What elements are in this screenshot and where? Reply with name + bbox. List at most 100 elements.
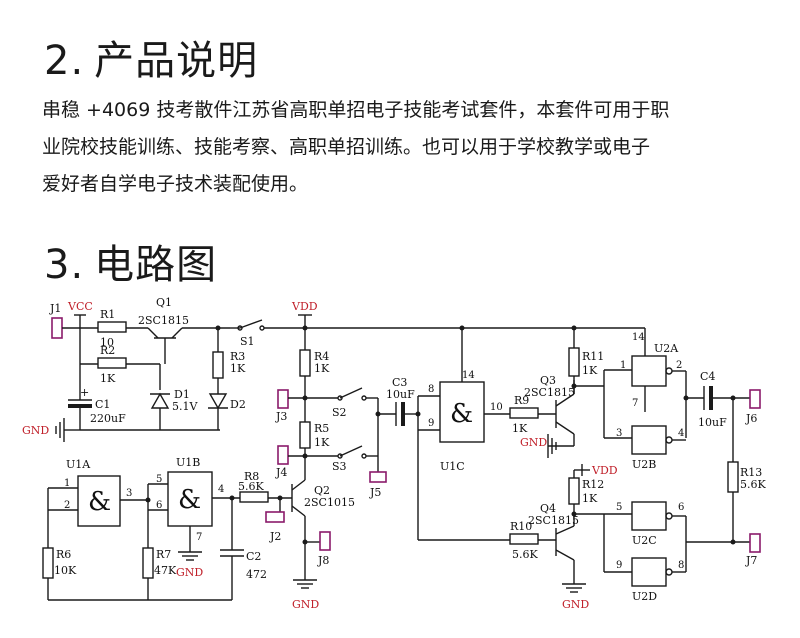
resistor-r5 — [299, 421, 311, 449]
pin: 5 — [616, 502, 622, 513]
section-number: 3. — [44, 242, 85, 288]
value-r12: 1K — [582, 492, 598, 505]
gnd-label-q2: GND — [292, 598, 319, 611]
gate-label-u1a: U1A — [66, 458, 91, 471]
ref-c4: C4 — [700, 370, 715, 383]
part-q3: 2SC1815 — [524, 386, 575, 399]
ref-r8: R8 — [244, 470, 259, 483]
gate-label-u2b: U2B — [632, 458, 656, 471]
description-line: 爱好者自学电子技术装配使用。 — [42, 173, 309, 195]
section-title: 产品说明 — [94, 38, 259, 84]
value-c4: 10uF — [698, 416, 727, 429]
pin: 2 — [64, 500, 70, 511]
part-q2: 2SC1015 — [304, 496, 355, 509]
resistor-r12 — [568, 477, 580, 505]
value-r5: 1K — [314, 436, 330, 449]
description-line: 串稳 +4069 技考散件江苏省高职单招电子技能考试套件，本套件可用于职 — [42, 99, 670, 121]
pin: 6 — [678, 502, 684, 513]
pin: 14 — [632, 332, 645, 343]
ref-r5: R5 — [314, 422, 329, 435]
label-j1: J1 — [49, 302, 61, 315]
value-r1: 10 — [100, 336, 114, 349]
resistor-r11 — [568, 347, 580, 377]
ref-r7: R7 — [156, 548, 171, 561]
section-heading-circuit-diagram: 3.电路图 — [44, 232, 217, 290]
gnd-label-q4: GND — [562, 598, 589, 611]
gate-u2d — [631, 557, 667, 587]
pin: 8 — [428, 384, 434, 395]
gate-symbol: & — [88, 487, 111, 517]
ref-r12: R12 — [582, 478, 604, 491]
value-r6: 10K — [54, 564, 77, 577]
section-title: 电路图 — [94, 242, 218, 288]
gate-u2b — [631, 425, 667, 455]
gate-label-u2d: U2D — [632, 590, 657, 603]
value-c2: 472 — [246, 568, 267, 581]
value-r7: 47K — [154, 564, 177, 577]
value-r11: 1K — [582, 364, 598, 377]
pin: 14 — [462, 370, 475, 381]
value-c1: 220uF — [90, 412, 126, 425]
gate-u1a — [77, 475, 121, 527]
gate-u2c — [631, 501, 667, 531]
pin: 1 — [64, 478, 70, 489]
gate-label-u2c: U2C — [632, 534, 657, 547]
ref-r1: R1 — [100, 308, 115, 321]
gnd-label-u1b: GND — [176, 566, 203, 579]
ref-d1: D1 — [174, 388, 190, 401]
ref-s2: S2 — [332, 406, 347, 419]
value-r13: 5.6K — [740, 478, 766, 491]
value-r9: 1K — [512, 422, 528, 435]
ref-r2: R2 — [100, 344, 115, 357]
gate-symbol: & — [178, 485, 201, 515]
ref-r3: R3 — [230, 350, 245, 363]
pin: 4 — [678, 428, 684, 439]
ref-c2: C2 — [246, 550, 261, 563]
resistor-r6 — [42, 547, 54, 579]
value-r3: 1K — [230, 362, 246, 375]
ref-s3: S3 — [332, 460, 347, 473]
resistor-r1 — [97, 321, 127, 333]
section-number: 2. — [44, 38, 85, 84]
ref-q3: Q3 — [540, 374, 556, 387]
resistor-r8 — [239, 491, 269, 503]
value-r10: 5.6K — [512, 548, 538, 561]
value-d1: 5.1V — [172, 400, 198, 413]
pin: 1 — [620, 360, 626, 371]
connector-j8 — [319, 531, 331, 551]
pin: 10 — [490, 402, 503, 413]
gate-label-u1b: U1B — [176, 456, 200, 469]
gate-u1c — [439, 381, 485, 443]
label-j8: J8 — [317, 554, 329, 567]
connector-j7 — [749, 533, 761, 553]
description-line: 业院校技能训练、技能考察、高职单招训练。也可以用于学校教学或电子 — [42, 136, 651, 158]
value-r8: 5.6K — [238, 480, 264, 493]
resistor-r13 — [727, 461, 739, 493]
connector-j6 — [749, 389, 761, 409]
gnd-label-q3: GND — [520, 436, 547, 449]
label-j2: J2 — [269, 530, 281, 543]
value-r2: 1K — [100, 372, 116, 385]
resistor-r9 — [509, 407, 539, 419]
pin: 7 — [632, 398, 638, 409]
pin: 4 — [218, 484, 224, 495]
connector-j2 — [265, 511, 285, 523]
gate-label-u2a: U2A — [654, 342, 679, 355]
description-paragraph: 串稳 +4069 技考散件江苏省高职单招电子技能考试套件，本套件可用于职 业院校… — [42, 92, 762, 203]
ref-c3: C3 — [392, 376, 407, 389]
part-q1: 2SC1815 — [138, 314, 189, 327]
label-j4: J4 — [275, 466, 287, 479]
pin: 9 — [428, 418, 434, 429]
label-j3: J3 — [275, 410, 287, 423]
pin: 3 — [616, 428, 622, 439]
ref-r4: R4 — [314, 350, 329, 363]
resistor-r3 — [212, 351, 224, 379]
part-q4: 2SC1815 — [528, 514, 579, 527]
vdd-label-q4: VDD — [591, 464, 618, 477]
pin: 3 — [126, 488, 132, 499]
ref-r13: R13 — [740, 466, 762, 479]
label-j6: J6 — [745, 412, 757, 425]
label-j5: J5 — [369, 486, 381, 499]
pin: 6 — [156, 500, 162, 511]
resistor-r4 — [299, 349, 311, 377]
